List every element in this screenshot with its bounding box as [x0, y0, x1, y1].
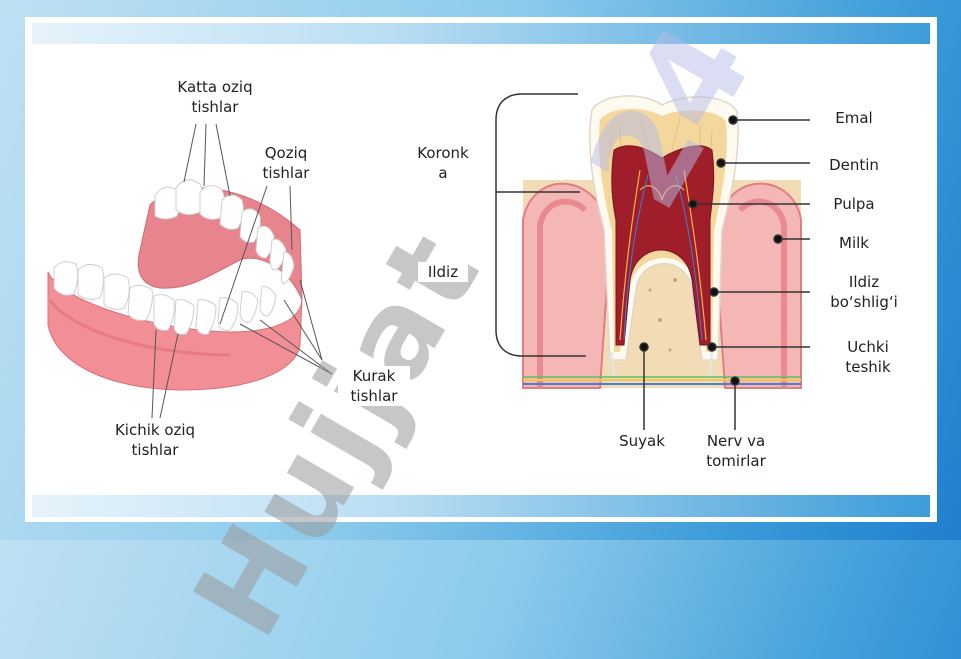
label-line: Dentin [829, 156, 879, 174]
bottom-accent-bar [32, 495, 930, 517]
label-line: Kichik oziq [114, 421, 196, 439]
diagram-art [47, 93, 810, 430]
label-line: tishlar [131, 441, 179, 459]
label-qoziq-tishlar: Qoziq tishlar [243, 143, 329, 183]
label-line: tishlar [262, 164, 310, 182]
label-line: Katta oziq [177, 78, 253, 96]
label-line: Milk [839, 234, 869, 252]
label-line: tomirlar [706, 452, 766, 470]
jaw-illustration [47, 123, 333, 419]
label-line: Nerv va [706, 432, 766, 450]
label-ildiz-boshligi: Ildiz bo‘shlig‘i [818, 272, 910, 312]
label-koronka: Koronk a [406, 143, 480, 183]
label-line: Kurak [352, 367, 396, 385]
label-line: Emal [835, 109, 873, 127]
tooth-cross-section [495, 93, 810, 430]
label-line: teshik [845, 358, 891, 376]
label-suyak: Suyak [610, 431, 674, 451]
top-accent-bar [32, 23, 930, 45]
label-emal: Emal [822, 108, 886, 128]
label-line: bo‘shlig‘i [830, 293, 898, 311]
label-line: tishlar [350, 387, 398, 405]
label-line: Suyak [619, 432, 665, 450]
label-kurak-tishlar: Kurak tishlar [338, 366, 410, 406]
label-line: Koronk [417, 144, 469, 162]
label-ildiz: Ildiz [418, 262, 468, 282]
label-dentin: Dentin [818, 155, 890, 175]
label-line: Ildiz [427, 263, 459, 281]
label-katta-oziq-tishlar: Katta oziq tishlar [142, 77, 288, 117]
label-line: Uchki [847, 338, 889, 356]
label-line: Pulpa [833, 195, 875, 213]
label-line: tishlar [191, 98, 239, 116]
label-uchki-teshik: Uchki teshik [832, 337, 904, 377]
label-line: Ildiz [848, 273, 880, 291]
label-pulpa: Pulpa [822, 194, 886, 214]
label-line: Qoziq [264, 144, 308, 162]
label-kichik-oziq-tishlar: Kichik oziq tishlar [96, 420, 214, 460]
label-nerv-va-tomirlar: Nerv va tomirlar [694, 431, 778, 471]
label-line: a [438, 164, 448, 182]
label-milk: Milk [828, 233, 880, 253]
